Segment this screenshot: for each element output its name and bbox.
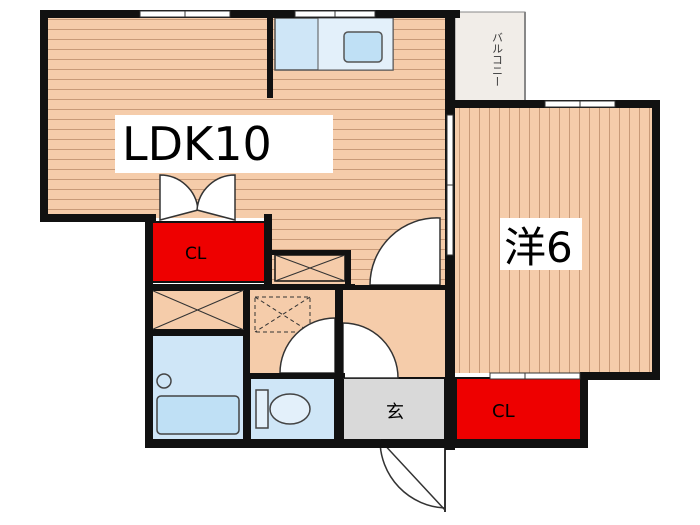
balcony: バルコニー <box>454 11 526 103</box>
door-swings <box>279 217 446 512</box>
toilet-tank-icon <box>255 389 269 429</box>
kitchen-counter <box>274 17 394 71</box>
door-washroom <box>279 317 336 374</box>
ldk-label: LDK10 <box>122 117 272 171</box>
closet-left-label: CL <box>185 244 207 264</box>
ldk-label-box <box>115 115 333 173</box>
storage-shelf <box>150 254 346 331</box>
closet-right: CL <box>455 377 583 441</box>
windows <box>139 10 616 380</box>
entrance: 玄 <box>342 377 446 441</box>
sink-icon <box>343 31 383 63</box>
closet-doors <box>159 174 236 221</box>
bathroom <box>150 334 245 441</box>
bathtub-icon <box>156 395 240 435</box>
faucet-icon <box>156 373 172 389</box>
balcony-label: バルコニー <box>491 32 504 87</box>
toilet-icon <box>269 393 311 425</box>
western-label: 洋6 <box>504 223 573 272</box>
closet-right-label: CL <box>492 401 515 422</box>
entrance-label: 玄 <box>386 402 404 423</box>
closet-left: CL <box>150 221 268 283</box>
door-hall-side <box>342 322 399 379</box>
western-room: 洋6 <box>455 108 655 373</box>
western-label-box <box>500 218 582 270</box>
toilet-room <box>249 377 336 441</box>
door-ldk-hall <box>369 217 441 286</box>
